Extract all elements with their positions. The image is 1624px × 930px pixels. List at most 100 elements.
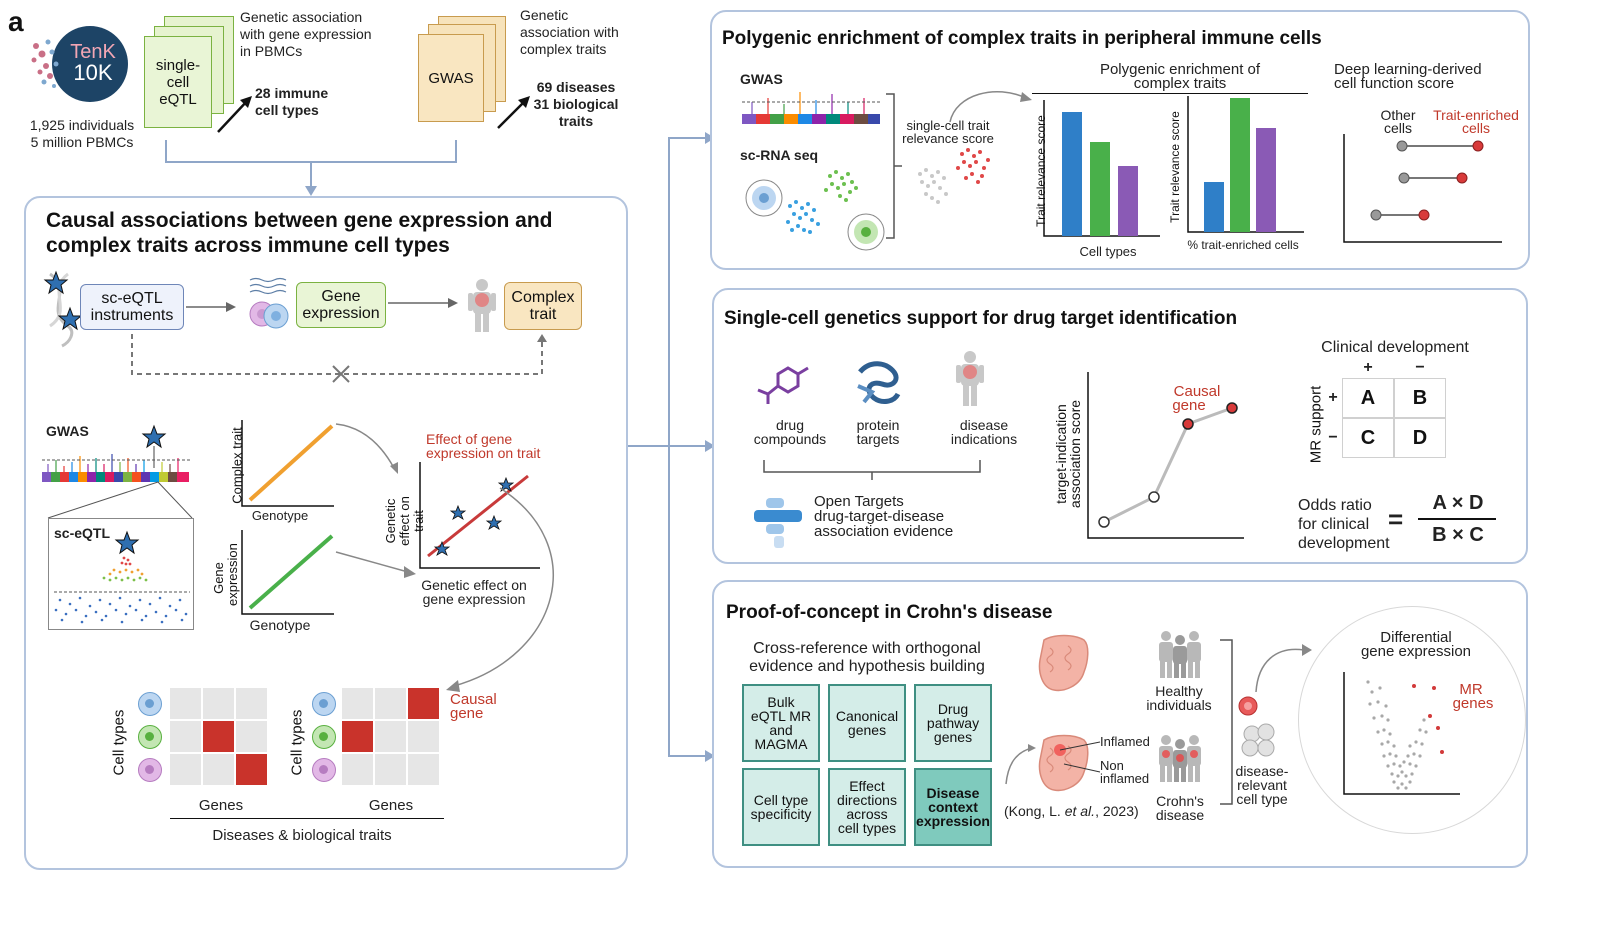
mr-plus: +: [1328, 389, 1338, 406]
mr-xlabel-l1: Genetic effect on: [421, 577, 527, 593]
eqtl-card: single- cell eQTL: [144, 36, 212, 128]
eqtl-arrow-icon: [217, 96, 252, 133]
heatmap-1-cell: [236, 721, 267, 752]
arrow-expression-to-person-icon: [388, 298, 458, 308]
non-inflamed-l1: Non: [1100, 758, 1124, 773]
protein-l1: protein: [856, 417, 900, 433]
drug-compounds-icon: [757, 366, 809, 404]
score-l1: single-cell trait: [906, 118, 990, 133]
disease-person-icon: [956, 351, 984, 406]
heatmap-2-cell-icon: [312, 725, 336, 749]
gwas-card: GWAS: [418, 34, 484, 122]
score-curved-arrow: [949, 91, 1032, 123]
dna-icon: [43, 270, 83, 348]
heat-causal-l1: Causal: [450, 691, 497, 708]
arrow-instruments-to-cells-icon: [186, 302, 236, 312]
heat2-ylabel: Cell types: [288, 709, 306, 776]
logo-line2: 10K: [73, 60, 113, 85]
enriched-cells-l1: Trait-enriched: [1433, 107, 1519, 123]
heatmap-2-cell: [375, 688, 406, 719]
heat1-xlabel: Genes: [198, 797, 244, 814]
mr-genes-l1: MR: [1459, 681, 1483, 698]
dumbbell-plot: [1343, 134, 1502, 243]
score-l2: relevance score: [902, 131, 994, 146]
zoom-lines: [47, 481, 193, 519]
tenk-logo-icon: [31, 26, 128, 102]
cell-d: D: [1394, 418, 1446, 458]
plot1-ylabel: Complex trait: [229, 427, 245, 504]
evidence-tile-line: across: [846, 806, 888, 822]
inflamed-label: Inflamed: [1100, 734, 1150, 749]
citation-em: et al.: [1064, 803, 1096, 819]
plot2-xlabel: Genotype: [249, 617, 311, 633]
assoc-ylabel-l1: target-indication: [1053, 404, 1069, 504]
relevant-l3: cell type: [1236, 791, 1288, 807]
relevant-l2: relevant: [1237, 777, 1287, 793]
heatmap-2-cell: [408, 754, 439, 785]
gene-expr-l1: Gene: [321, 288, 361, 305]
heat1-ylabel: Cell types: [110, 709, 128, 776]
heatmap-2-cell: [408, 721, 439, 752]
other-cells-l1: Other: [1380, 107, 1416, 123]
plot2-ylabel: Gene expression: [211, 543, 240, 606]
causal-gwas-label: GWAS: [46, 423, 89, 439]
heatmap-1-cell-icon: [138, 725, 162, 749]
evidence-tile-line: Cell type: [753, 792, 809, 808]
scrna-clusters-icon: [745, 170, 885, 251]
evidence-tile-line: Disease: [926, 785, 980, 801]
heatmap-2-cell: [375, 721, 406, 752]
sc-eqtl-instruments-box: sc-eQTL instruments: [80, 284, 184, 330]
odds-denominator: B × C: [1432, 524, 1484, 546]
clin-minus: −: [1415, 359, 1425, 376]
enrich-title: Polygenic enrichment of complex traits i…: [722, 28, 1322, 49]
assoc-ylabel: target-indication association score: [1053, 394, 1083, 514]
complex-trait-l1: Complex: [511, 289, 575, 306]
disease-l1: disease: [959, 417, 1009, 433]
gene-expression-box: Gene expression: [296, 282, 386, 328]
diff-l1: Differential: [1380, 629, 1452, 646]
sc-eqtl-locus-icon: [54, 530, 190, 624]
clin-title: Clinical development: [1321, 339, 1469, 356]
ot-l3: association evidence: [814, 523, 954, 540]
heatmap-1-cell: [170, 754, 201, 785]
crohn-l2: disease: [1155, 807, 1205, 823]
protein-targets-icon: [857, 361, 901, 404]
plot1-xlabel: Genotype: [251, 508, 309, 523]
plots-to-mr-arrows: [335, 423, 416, 578]
chart-title-rule: [1032, 93, 1308, 94]
evidence-tile-line: directions: [837, 792, 897, 808]
relevant-cell-icon: [1238, 696, 1275, 757]
citation-pre: (Kong, L.: [1004, 803, 1065, 819]
assoc-causal-l2: gene: [1172, 397, 1206, 414]
assoc-ylabel-l2: association score: [1067, 399, 1083, 509]
cell-c: C: [1342, 418, 1394, 458]
eqtl-count-l2: cell types: [255, 102, 319, 118]
evidence-tile-line: Canonical: [835, 708, 899, 724]
heatmap-2-cell: [408, 688, 439, 719]
evidence-tile-line: context: [928, 799, 978, 815]
intestine-icon: [1038, 634, 1089, 792]
sc-eqtl-zoom-label: sc-eQTL: [54, 525, 111, 541]
odds-equals: =: [1388, 504, 1404, 534]
association-score-plot: [1087, 372, 1244, 539]
evidence-tile-line: cell types: [837, 820, 897, 836]
evidence-tile-line: specificity: [750, 806, 812, 822]
cell-b: B: [1394, 378, 1446, 418]
dashed-bypass-arrow: [131, 334, 547, 383]
other-cells-l2: cells: [1383, 120, 1412, 136]
evidence-tile-line: Effect: [849, 778, 885, 794]
gwas-desc-l2: association with: [520, 24, 619, 40]
cross-l1: Cross-reference with orthogonal: [753, 640, 981, 657]
right-connector: [627, 132, 715, 762]
non-inflamed-l2: inflamed: [1100, 771, 1150, 786]
enrich-bracket: [886, 93, 902, 239]
mr-xlabel-l2: gene expression: [422, 591, 526, 607]
causal-title-l1: Causal associations between gene express…: [46, 209, 553, 232]
enrich-gwas-strip-icon: [742, 92, 880, 124]
odds-l2: for clinical: [1298, 516, 1370, 533]
citation-arrow: [1005, 744, 1036, 785]
